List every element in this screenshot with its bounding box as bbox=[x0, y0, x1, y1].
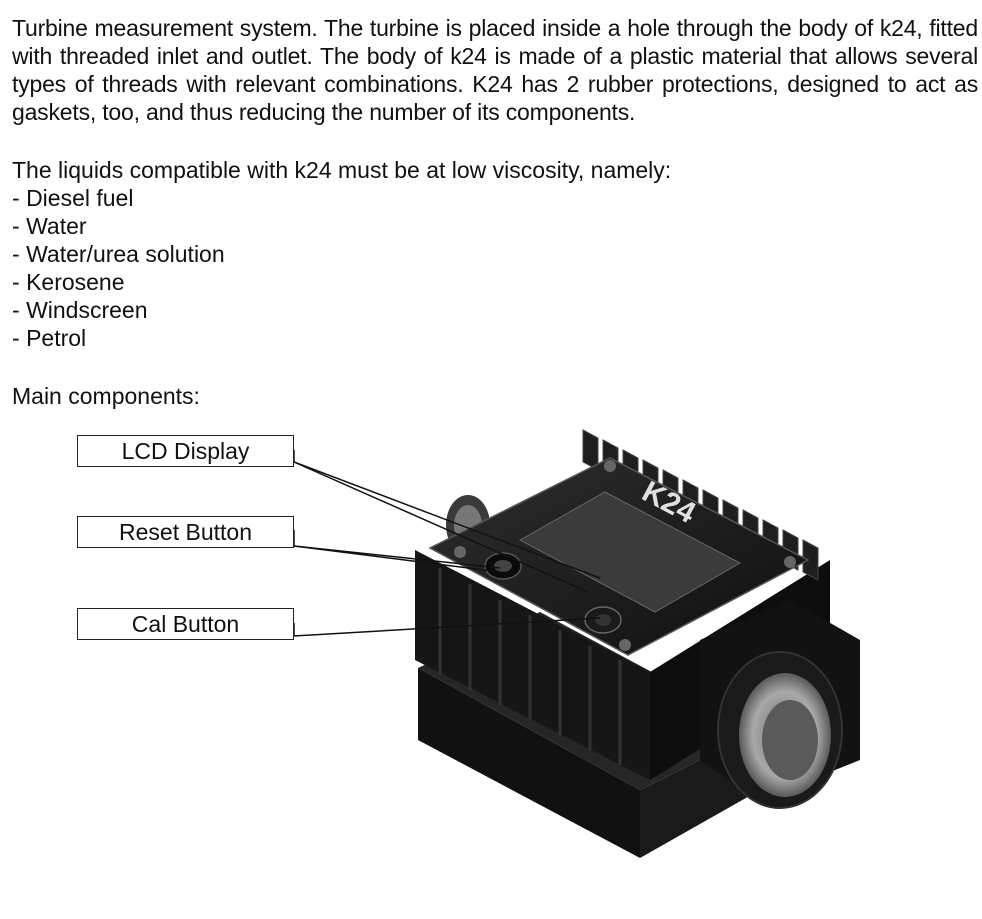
lcd-screen bbox=[518, 491, 742, 613]
liquid-item: Diesel fuel bbox=[12, 184, 225, 212]
liquid-item: Windscreen bbox=[12, 296, 225, 324]
liquid-item: Water/urea solution bbox=[12, 240, 225, 268]
lcd-display-label: LCD Display bbox=[77, 435, 294, 467]
lcd-leader-line-2 bbox=[293, 461, 589, 593]
liquid-item: Petrol bbox=[12, 324, 225, 352]
cal-leader-line bbox=[293, 617, 601, 637]
description-paragraph: Turbine measurement system. The turbine … bbox=[12, 15, 978, 125]
reset-button-label: Reset Button bbox=[77, 516, 294, 548]
outlet-port bbox=[700, 600, 860, 809]
liquid-item: Water bbox=[12, 212, 225, 240]
liquids-intro: The liquids compatible with k24 must be … bbox=[12, 157, 672, 183]
components-heading: Main components: bbox=[12, 383, 200, 409]
cal-button-label: Cal Button bbox=[77, 608, 294, 640]
leader-lines bbox=[293, 450, 601, 637]
liquids-list: Diesel fuel Water Water/urea solution Ke… bbox=[12, 184, 225, 352]
liquid-item: Kerosene bbox=[12, 268, 225, 296]
cal-button bbox=[584, 606, 622, 634]
reset-leader-line-2 bbox=[293, 545, 501, 573]
reset-button bbox=[484, 552, 522, 580]
